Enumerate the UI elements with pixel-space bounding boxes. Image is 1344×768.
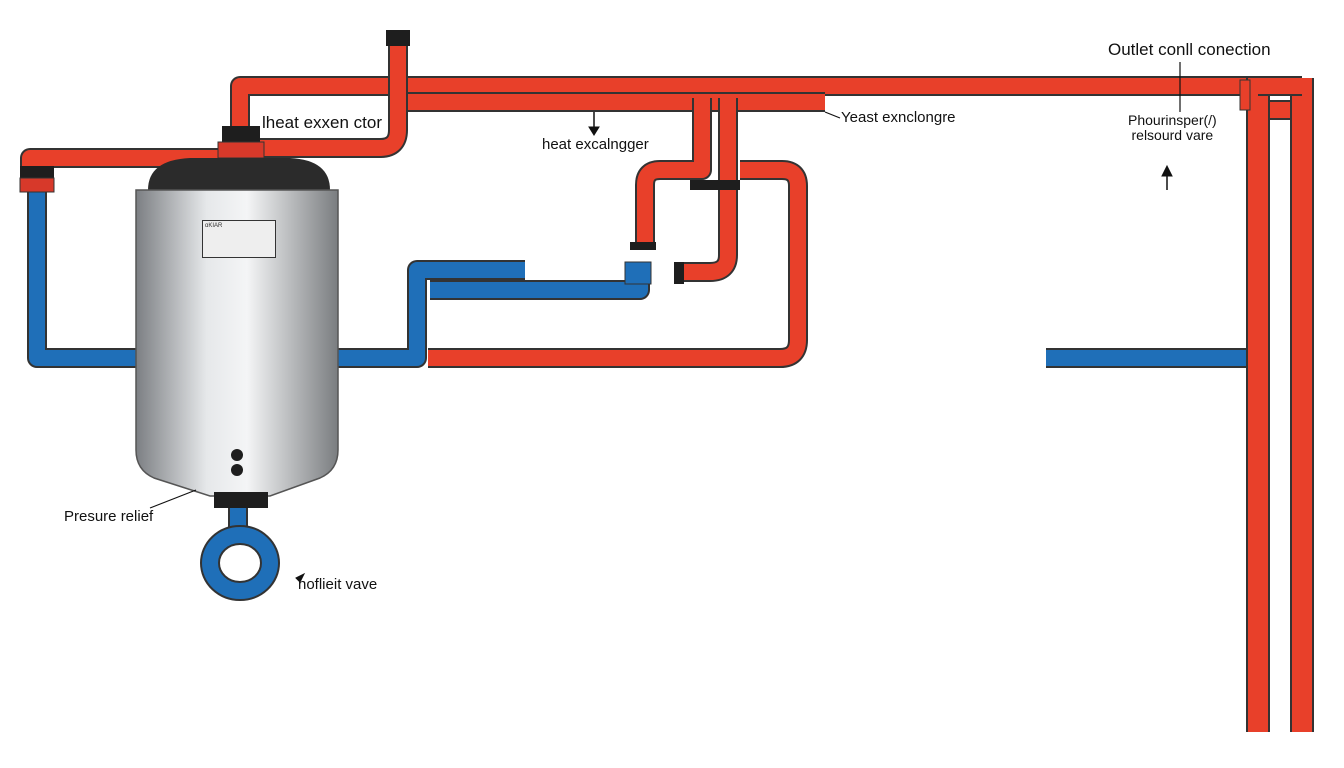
annotation-arrows (149, 62, 1181, 583)
relief-valve-label-line2: relsourd vare (1131, 127, 1214, 144)
relief-valve-label: Phourinsper(/) relsourd vare (1128, 112, 1217, 144)
yeast-exchanger-label: Yeast exnclongre (841, 109, 956, 126)
outlet-connection-label: Outlet conll conection (1108, 40, 1271, 59)
tank-nameplate: ɑKIAR (202, 220, 276, 258)
valve-label: noflieit vave (298, 576, 378, 593)
relief-valve-label-line1: Phourinsper(/) (1128, 112, 1217, 128)
hot-water-pipes (20, 40, 1314, 732)
tank-nameplate-text: ɑKIAR (205, 223, 223, 229)
cold-water-pipes (27, 190, 1246, 601)
pipe-fittings (19, 30, 1251, 285)
water-tank (135, 126, 339, 508)
pressure-relief-label: Presure relief (64, 508, 154, 525)
heat-exchanger-label: heat excalngger (542, 136, 649, 153)
heat-exxen-ctor-label: lheat exxen ctor (262, 113, 383, 132)
